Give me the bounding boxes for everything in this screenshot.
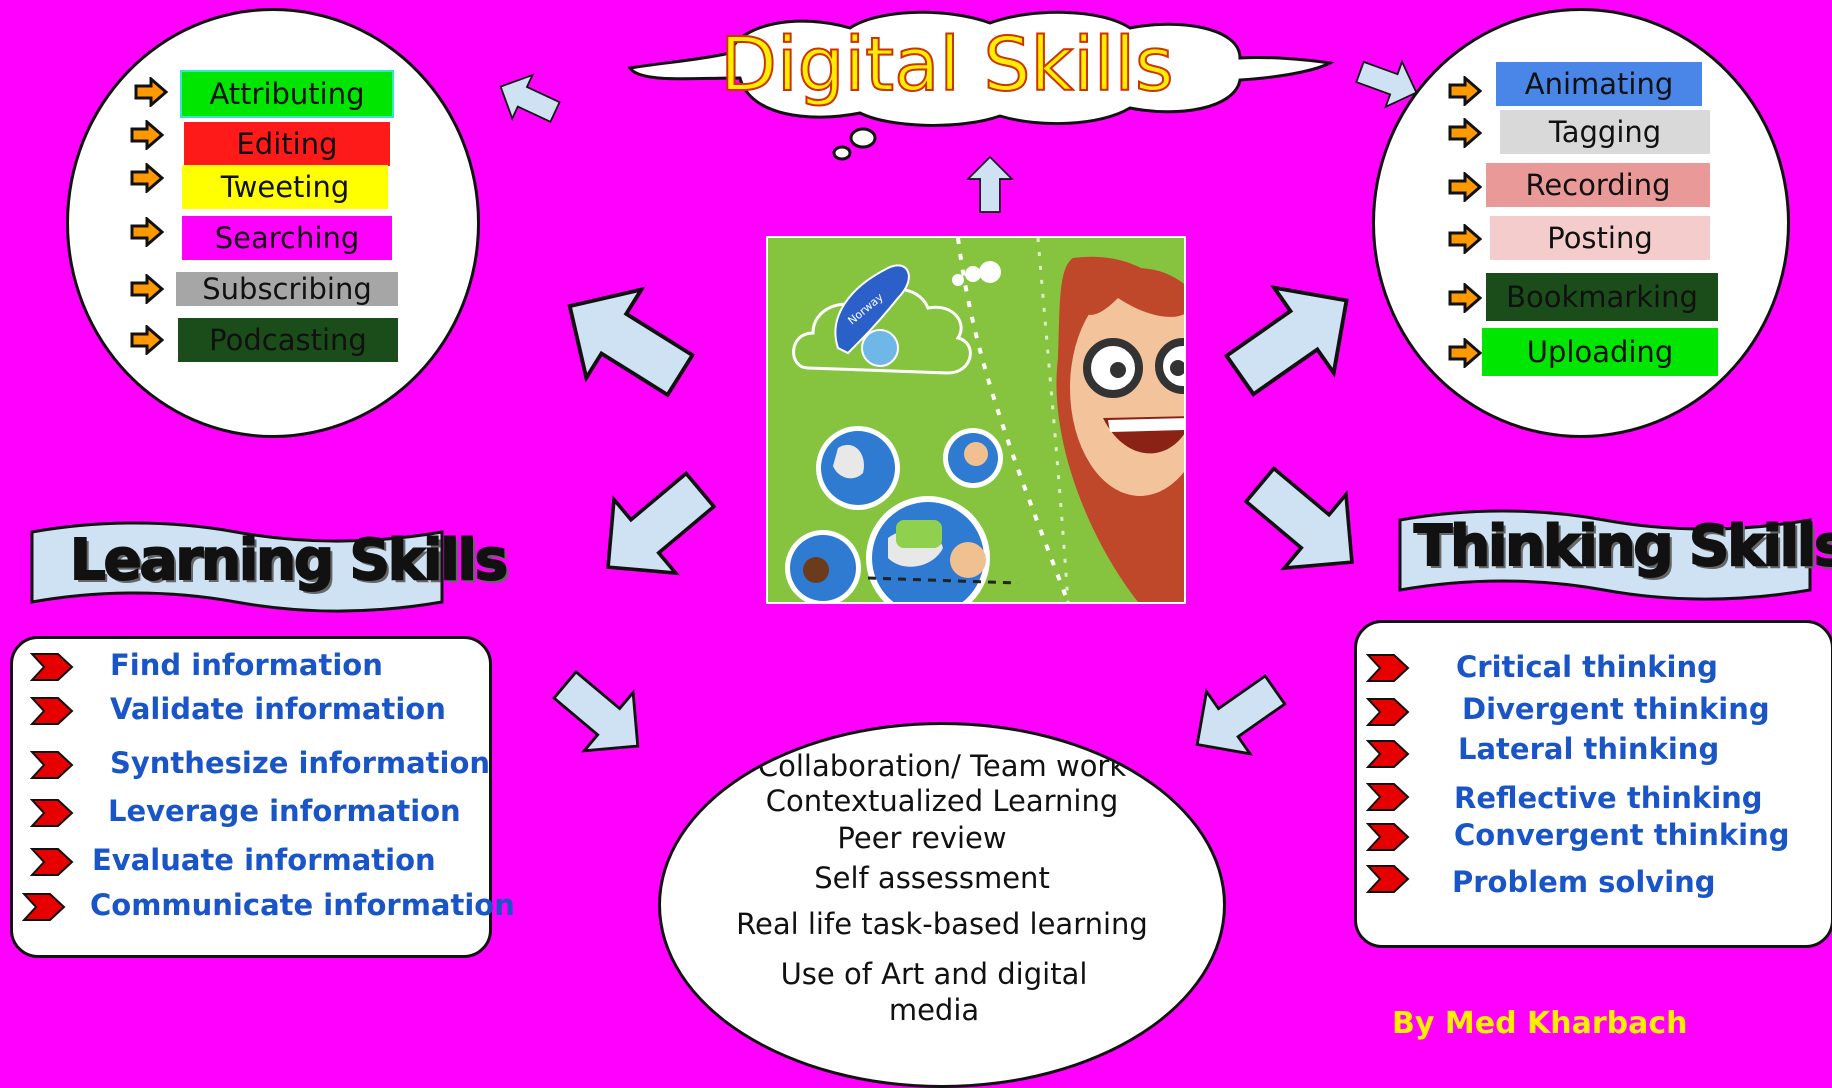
dots-decoration [952,261,1001,286]
list-item-label: Communicate information [90,888,515,922]
arrow-to-right-circle [1208,255,1379,420]
orange-arrow-bullet-icon [1448,172,1482,202]
skill-tag: Tweeting [182,165,388,209]
red-chevron-bullet-icon [1366,654,1410,682]
list-item-label: Reflective thinking [1454,781,1763,815]
learning-skills-title: Learning Skills [69,527,509,594]
globe-icon [943,428,1003,488]
list-item-label: Divergent thinking [1462,692,1770,726]
girl-avatar-icon [1056,256,1184,602]
skill-tag: Subscribing [176,272,398,306]
red-chevron-bullet-icon [1366,823,1410,851]
author-credit: By Med Kharbach [1392,1006,1688,1041]
arrow-to-title [967,156,1013,213]
oval-line: Real life task-based learning [736,907,1148,941]
list-item-label: Lateral thinking [1458,732,1720,766]
orange-arrow-bullet-icon [1448,224,1482,254]
learning-skills-banner-shape [30,521,444,613]
list-item-label: Find information [110,648,383,682]
list-item-label: Leverage information [108,794,461,828]
skill-tag: Editing [184,122,390,166]
learning-skills-box [10,636,492,958]
list-item-label: Problem solving [1452,865,1716,899]
orange-arrow-bullet-icon [134,77,168,107]
list-item-label: Validate information [110,692,446,726]
orange-arrow-bullet-icon [130,217,164,247]
globe-icon [816,426,900,510]
orange-arrow-bullet-icon [1448,338,1482,368]
red-chevron-bullet-icon [30,653,74,681]
center-oval: Collaboration/ Team work Contextualized … [658,722,1226,1088]
arrow-to-oval-left [539,654,664,777]
skill-tag: Searching [182,216,392,260]
thought-cloud [627,10,1335,161]
list-item-label: Critical thinking [1456,650,1718,684]
red-chevron-bullet-icon [30,751,74,779]
list-item-label: Evaluate information [92,843,436,877]
orange-arrow-bullet-icon [1448,76,1482,106]
red-chevron-bullet-icon [1366,783,1410,811]
thinking-skills-banner-shape [1398,509,1812,601]
globe-icon [866,496,990,602]
orange-arrow-bullet-icon [130,163,164,193]
red-chevron-bullet-icon [1366,740,1410,768]
orange-arrow-bullet-icon [1448,118,1482,148]
oval-line: media [888,993,980,1027]
oval-line: Contextualized Learning [765,784,1119,818]
skill-tag: Posting [1490,216,1710,260]
red-chevron-bullet-icon [1366,698,1410,726]
center-illustration: Norway [766,236,1186,604]
globe-icon [785,530,861,602]
page-title: Digital Skills [719,21,1175,109]
oval-line: Peer review [837,821,1007,855]
arrow-title-left [489,63,567,135]
red-chevron-bullet-icon [30,848,74,876]
red-chevron-bullet-icon [30,799,74,827]
skill-tag: Recording [1486,163,1710,207]
oval-line: Use of Art and digital [780,957,1088,991]
skill-tag: Bookmarking [1486,273,1718,321]
thinking-skills-box [1354,620,1832,948]
list-item-label: Convergent thinking [1454,818,1790,852]
list-item-label: Synthesize information [110,746,491,780]
orange-arrow-bullet-icon [1448,283,1482,313]
skill-tag: Uploading [1482,328,1718,376]
red-chevron-bullet-icon [30,697,74,725]
skill-tag: Tagging [1500,110,1710,154]
red-chevron-bullet-icon [1366,865,1410,893]
arrow-to-thinking-skills [1227,446,1385,601]
orange-arrow-bullet-icon [130,120,164,150]
oval-line: Self assessment [814,861,1050,895]
thinking-skills-title: Thinking Skills [1413,513,1832,580]
globe-and-girl-illustration: Norway [768,238,1184,602]
skill-tag: Attributing [180,70,394,118]
orange-arrow-bullet-icon [130,274,164,304]
skill-tag: Animating [1496,62,1702,106]
skill-tag: Podcasting [178,318,398,362]
arrow-to-learning-skills [575,451,733,606]
oval-line: Collaboration/ Team work [757,749,1127,783]
orange-arrow-bullet-icon [130,325,164,355]
arrow-to-left-circle [540,260,710,422]
red-chevron-bullet-icon [22,893,66,921]
